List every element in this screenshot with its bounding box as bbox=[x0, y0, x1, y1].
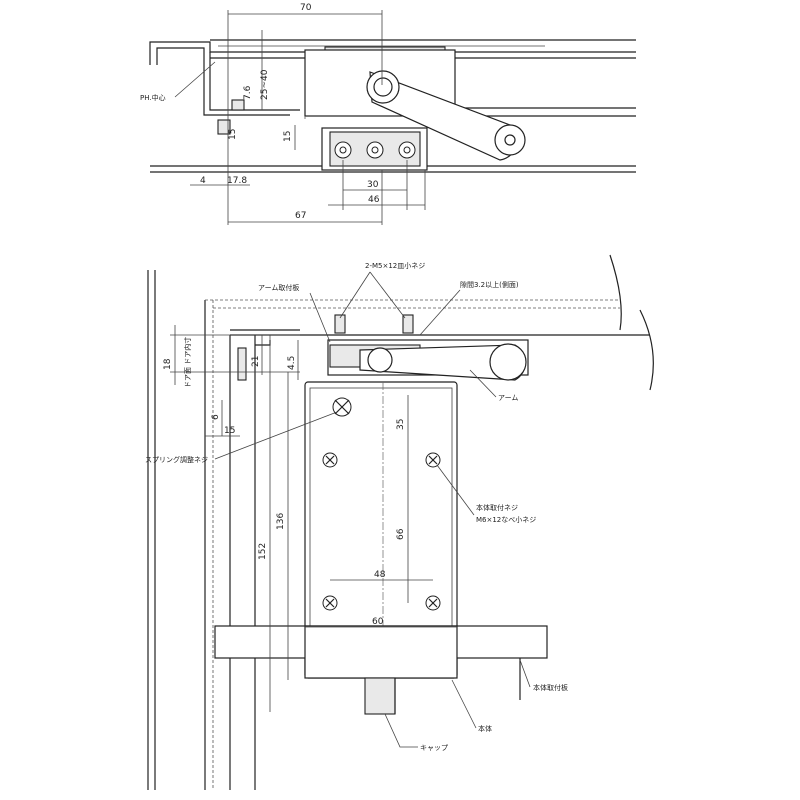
arm-label: アーム bbox=[498, 394, 518, 402]
dim-178: 17.8 bbox=[227, 176, 247, 186]
top-view: 70 25~40 7.6 15 15 30 46 67 4 17.8 PH.中心 bbox=[140, 3, 636, 225]
dim-35: 35 bbox=[396, 419, 406, 430]
body-plate-label: 本体取付板 bbox=[533, 683, 568, 692]
arm-plate-label: アーム取付板 bbox=[258, 283, 299, 292]
dim-66: 66 bbox=[396, 528, 406, 540]
dim-6: 6 bbox=[211, 414, 221, 420]
dim-18: 18 bbox=[163, 358, 173, 370]
dim-2540: 25~40 bbox=[260, 69, 270, 100]
dim-4: 4 bbox=[200, 176, 206, 186]
body-label: 本体 bbox=[478, 724, 492, 733]
body-screws-label-2: M6×12なべ小ネジ bbox=[476, 515, 536, 524]
dim-136: 136 bbox=[276, 513, 286, 530]
dim-15: 15 bbox=[224, 426, 235, 436]
dim-21: 21 bbox=[251, 356, 261, 367]
body-screws-label-1: 本体取付ネジ bbox=[476, 503, 518, 512]
dim-30: 30 bbox=[367, 180, 379, 190]
dim-15b: 15 bbox=[228, 129, 238, 140]
dim-46: 46 bbox=[368, 195, 380, 205]
dim-45: 4.5 bbox=[287, 356, 297, 370]
dim-76: 7.6 bbox=[243, 85, 253, 100]
spring-adjust-label: スプリング調整ネジ bbox=[145, 455, 208, 464]
dim-70: 70 bbox=[300, 3, 312, 13]
side-note: ドア面 ドア内寸 bbox=[183, 337, 192, 388]
front-view: 18 152 136 21 4.5 35 66 48 60 15 6 ドア面 ド… bbox=[145, 254, 654, 790]
dim-152: 152 bbox=[258, 543, 268, 560]
ph-center-label: PH.中心 bbox=[140, 93, 166, 102]
dim-67: 67 bbox=[295, 211, 306, 221]
clearance-label: 隙間3.2以上(側面) bbox=[460, 280, 519, 289]
dim-48: 48 bbox=[374, 570, 386, 580]
dim-15a: 15 bbox=[283, 131, 293, 142]
cap-label: キャップ bbox=[420, 744, 448, 752]
dim-60: 60 bbox=[372, 617, 384, 627]
m5-screws-label: 2-M5×12皿小ネジ bbox=[365, 261, 425, 270]
